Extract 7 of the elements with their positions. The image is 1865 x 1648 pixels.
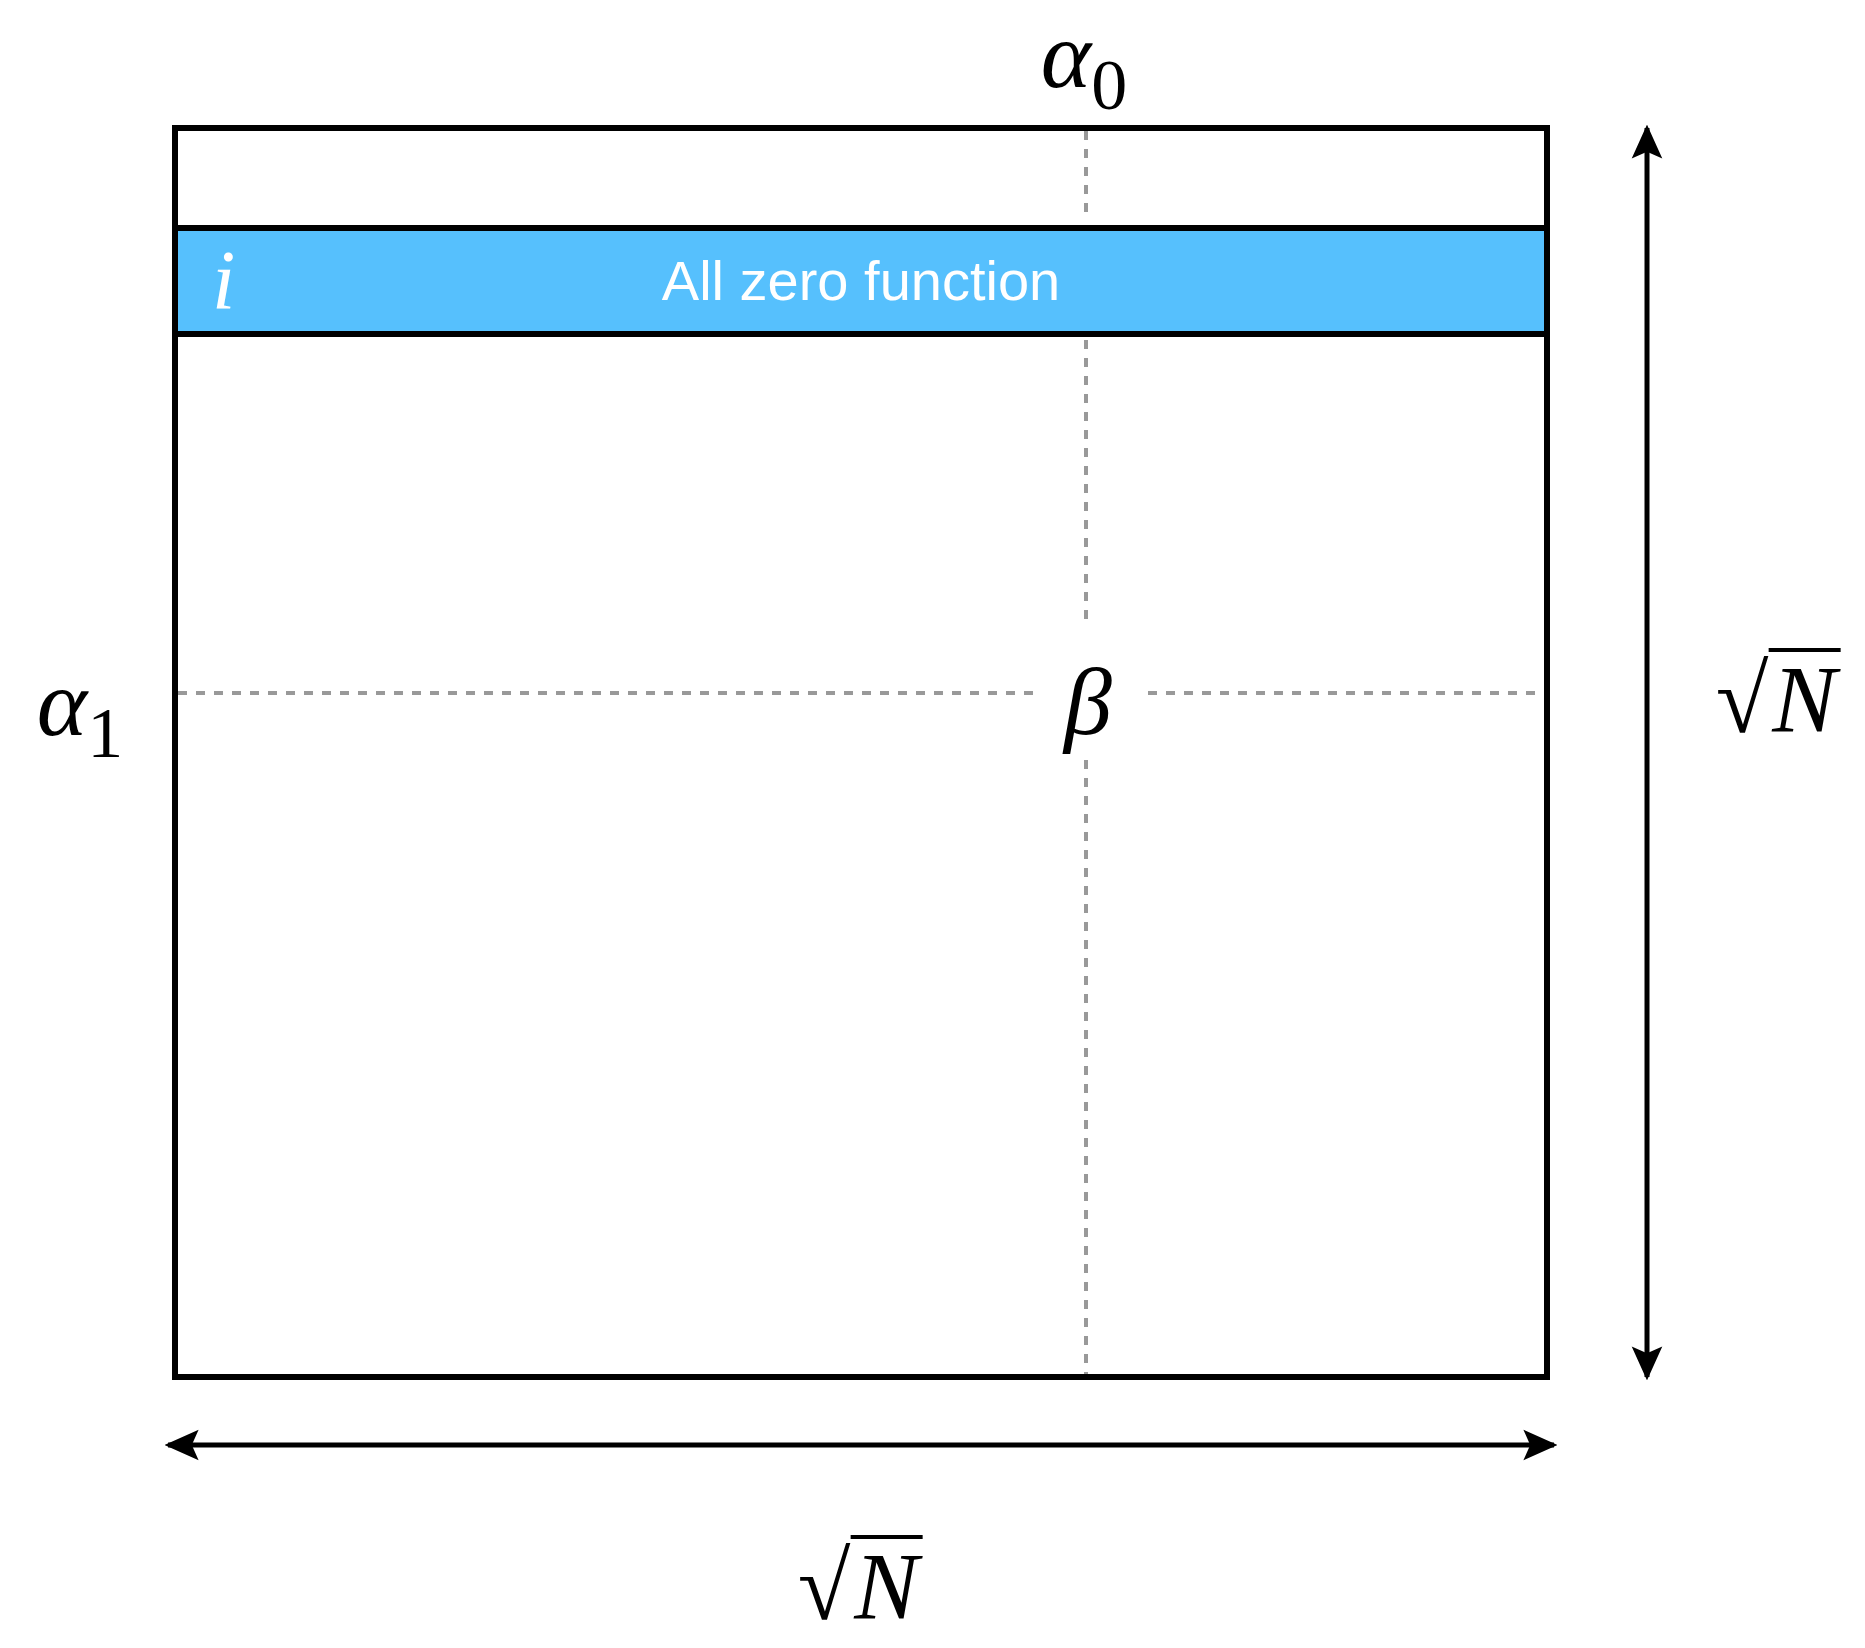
dimension-label: √N <box>797 1535 923 1635</box>
matrix-square <box>172 125 1550 1380</box>
dimension-label: √N <box>1715 648 1841 748</box>
row-index: i <box>212 239 236 323</box>
axis-variable: α$_{0}$ <box>1040 7 1128 121</box>
axis-variable: α$_{1}$ <box>36 655 124 769</box>
row-label: All zero function <box>661 253 1061 309</box>
